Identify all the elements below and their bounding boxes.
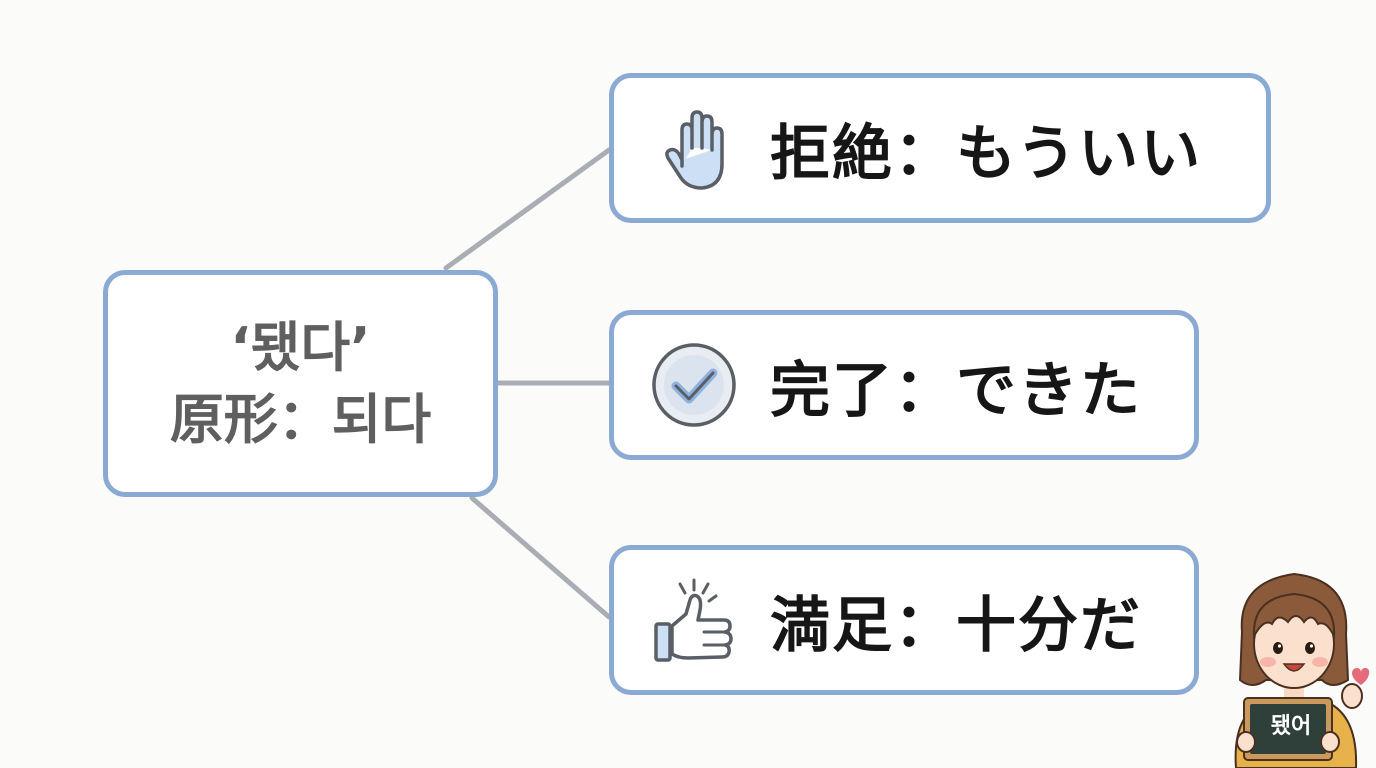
girl-character-illustration — [1234, 572, 1370, 768]
connector-rejection — [443, 147, 612, 271]
sign-text: 됐어 — [1270, 714, 1312, 739]
branch-rejection: 拒絶：もういい — [609, 73, 1271, 223]
branch-completion: 完了：できた — [609, 310, 1199, 460]
rejection-label: 拒絶：もういい — [770, 118, 1203, 189]
check-circle-icon — [648, 339, 740, 431]
raised-hand-icon — [648, 102, 740, 194]
root-word: ‘됐다’ — [230, 315, 371, 379]
root-base-form: 原形：되다 — [169, 387, 432, 451]
thumbs-up-icon — [648, 574, 740, 666]
completion-label: 完了：できた — [770, 355, 1142, 426]
root-node: ‘됐다’ 原形：되다 — [103, 270, 498, 497]
satisfaction-label: 満足：十分だ — [770, 590, 1142, 661]
connector-satisfaction — [469, 495, 612, 620]
branch-satisfaction: 満足：十分だ — [609, 545, 1199, 695]
